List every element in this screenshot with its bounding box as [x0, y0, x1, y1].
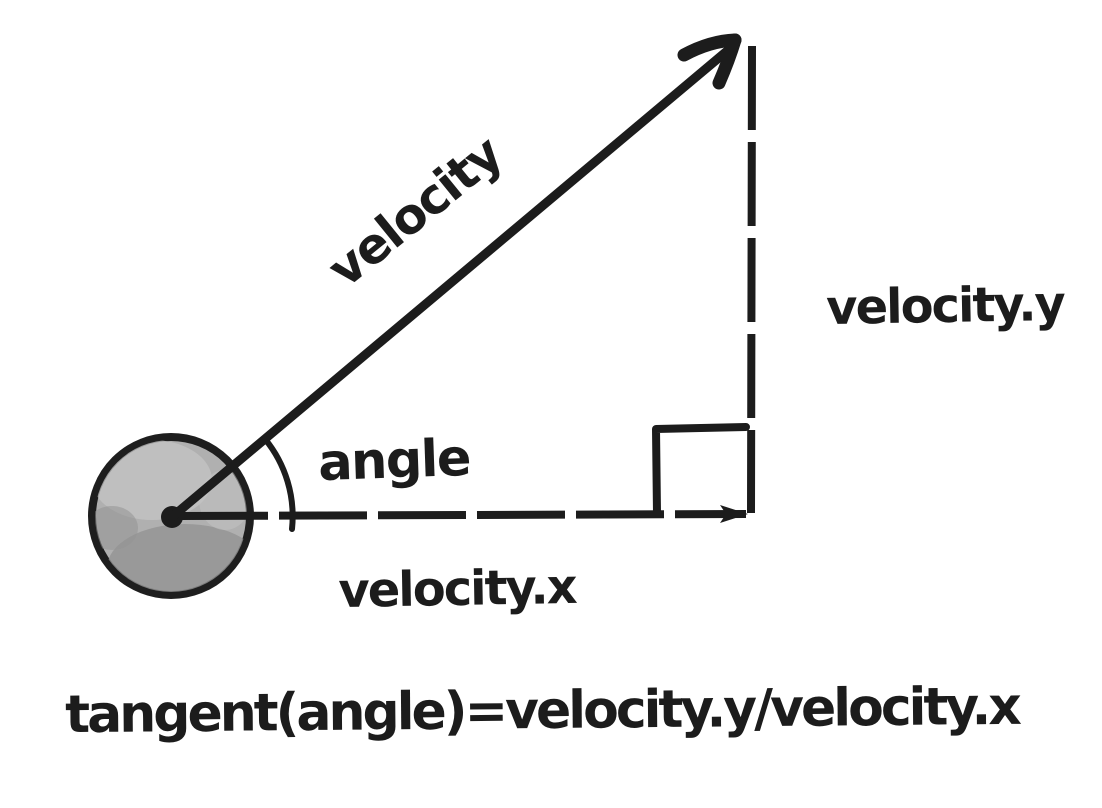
velocity-x-arrowhead-icon — [720, 505, 748, 523]
velocity-x-label: velocity.x — [337, 558, 577, 620]
velocity-arrowhead-icon — [677, 33, 742, 90]
velocity-x-dashed-line — [179, 510, 747, 520]
formula-text: tangent(angle)=velocity.y/velocity.x — [65, 676, 1019, 746]
angle-label: angle — [317, 428, 471, 494]
ball-highlight — [95, 440, 212, 520]
velocity-y-dashed-line — [747, 45, 756, 514]
ball-shadow-patch — [95, 506, 138, 550]
angle-arc — [262, 436, 296, 532]
velocity-y-label: velocity.y — [825, 275, 1065, 337]
right-angle-marker — [652, 423, 750, 517]
